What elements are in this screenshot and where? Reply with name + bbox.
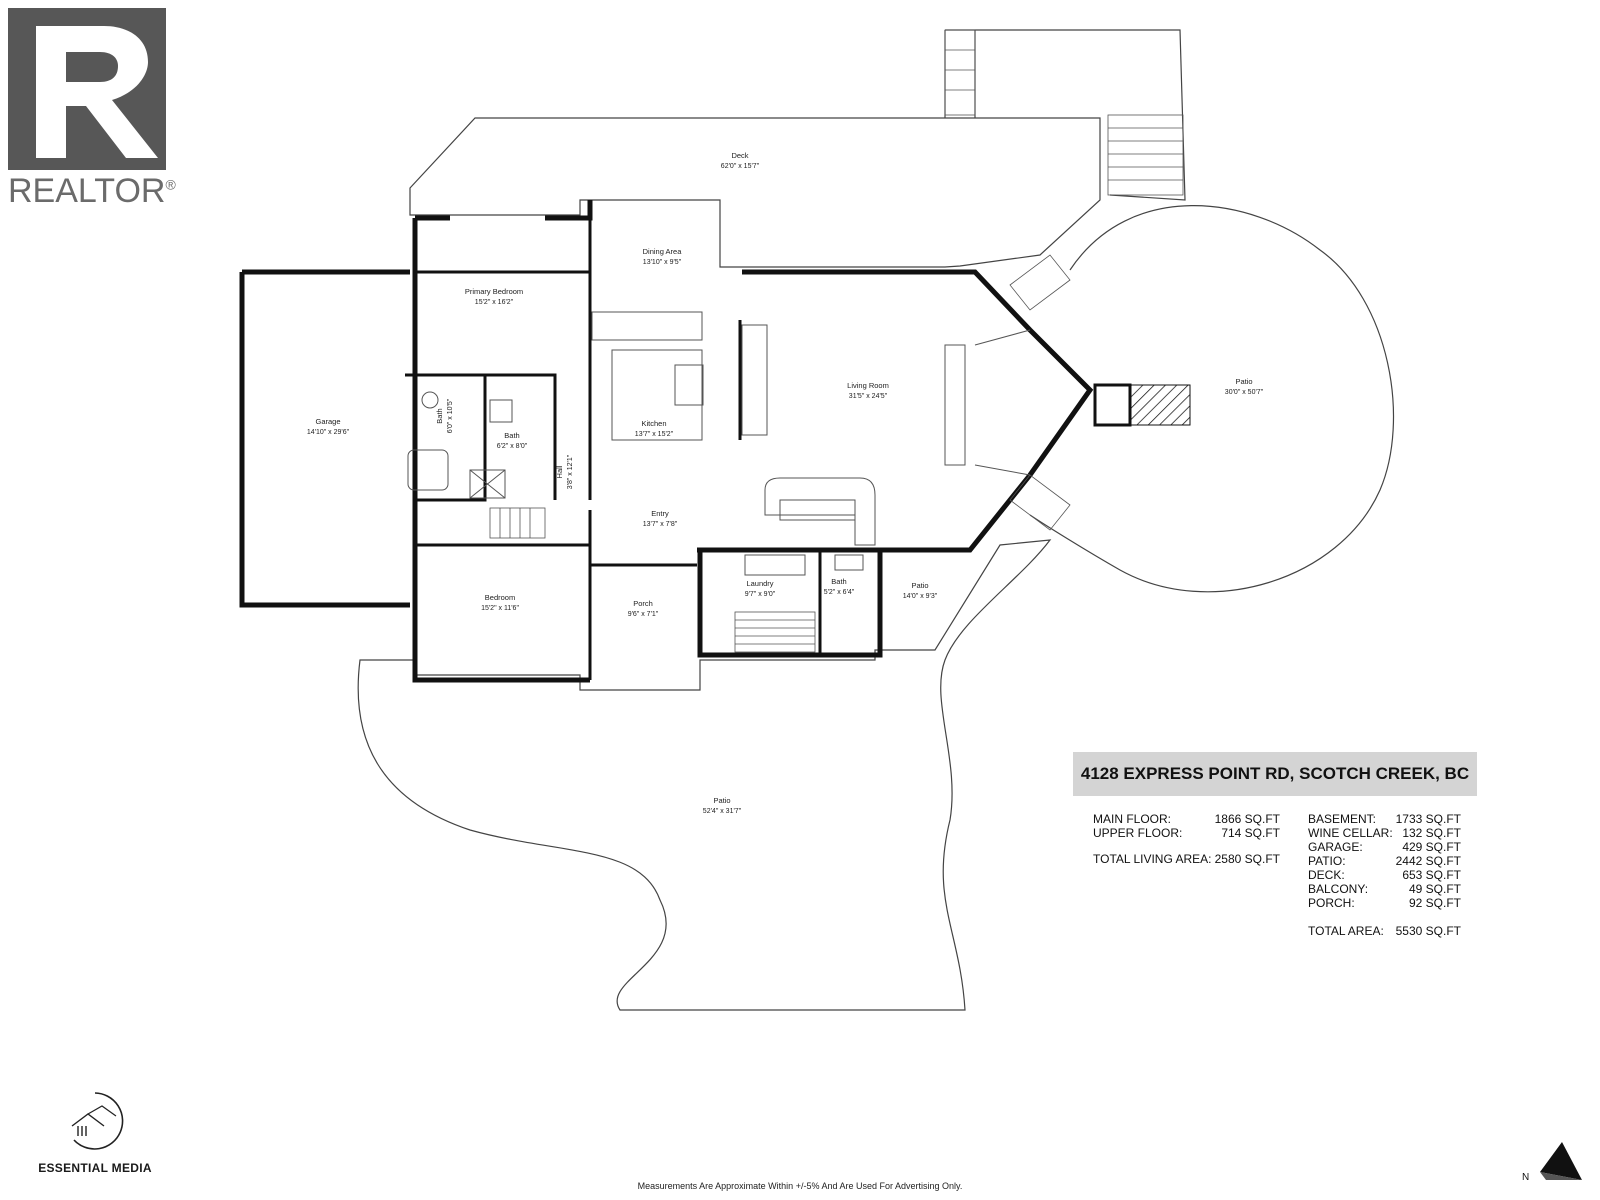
realtor-logo: REALTOR® (8, 8, 183, 211)
side-stairs (489, 254, 1071, 653)
room-bath2-dim: 6'2" x 8'0" (497, 443, 528, 450)
realtor-name: REALTOR (8, 172, 166, 210)
north-label: N (1522, 1172, 1529, 1183)
essential-media-brand: ESSENTIAL MEDIA (30, 1090, 160, 1175)
room-deck-dim: 62'0" x 15'7" (721, 163, 760, 170)
living-bay (944, 329, 1031, 476)
address-title: 4128 EXPRESS POINT RD, SCOTCH CREEK, BC (1073, 752, 1477, 796)
room-kitchen-dim: 13'7" x 15'2" (635, 431, 674, 438)
south-walls (697, 547, 883, 658)
room-porch-name: Porch (633, 599, 653, 608)
room-bath2-name: Bath (504, 431, 519, 440)
area-value: 714 SQ.FT (1221, 826, 1280, 840)
room-living-dim: 31'5" x 24'5" (849, 393, 888, 400)
garage-walls (239, 269, 410, 608)
deck-stairs (944, 29, 1184, 196)
area-value: 5530 SQ.FT (1395, 924, 1461, 938)
room-bedroom-dim: 15'2" x 11'6" (481, 605, 519, 612)
room-patio-round-dim: 30'0" x 50'7" (1225, 389, 1264, 396)
area-label: TOTAL AREA: (1308, 924, 1384, 938)
area-label: MAIN FLOOR: (1093, 812, 1172, 826)
realtor-registered-mark: ® (165, 176, 176, 193)
room-garage-name: Garage (315, 417, 340, 426)
room-garage-dim: 14'10" x 29'6" (307, 429, 350, 436)
room-patio-big-dim: 52'4" x 31'7" (703, 808, 742, 815)
area-value: 2442 SQ.FT (1395, 854, 1461, 868)
room-laundry-name: Laundry (746, 579, 773, 588)
kitchen-fixtures (591, 311, 876, 546)
room-patio-small-name: Patio (911, 581, 928, 590)
deck-outline (409, 117, 1101, 268)
area-label: DECK: (1308, 868, 1345, 882)
room-bath3-name: Bath (831, 577, 846, 586)
room-bath3-dim: 5'2" x 6'4" (824, 589, 855, 596)
interior-walls (405, 200, 822, 680)
room-bedroom-name: Bedroom (485, 593, 515, 602)
room-dining-dim: 13'10" x 9'5" (643, 259, 682, 266)
garden-patio-outline (357, 539, 1052, 1011)
area-label: BALCONY: (1308, 882, 1369, 896)
area-value: 429 SQ.FT (1402, 840, 1461, 854)
room-living-name: Living Room (847, 381, 889, 390)
essential-media-logo-icon (71, 1092, 124, 1150)
area-label: PORCH: (1308, 896, 1355, 910)
house-west-walls (412, 218, 590, 683)
brand-name: ESSENTIAL MEDIA (38, 1161, 152, 1175)
room-patio-big-name: Patio (713, 796, 730, 805)
room-deck-name: Deck (731, 151, 748, 160)
fireplace (1093, 383, 1191, 427)
area-label: GARAGE: (1308, 840, 1363, 854)
area-value: 1733 SQ.FT (1395, 812, 1461, 826)
room-patio-round-name: Patio (1235, 377, 1252, 386)
disclaimer-text: Measurements Are Approximate Within +/-5… (637, 1181, 963, 1191)
room-primary-dim: 15'2" x 16'2" (475, 299, 514, 306)
area-value: 653 SQ.FT (1402, 868, 1461, 882)
room-hall-name: Hall (555, 465, 564, 478)
area-value: 92 SQ.FT (1408, 896, 1461, 910)
room-primary-name: Primary Bedroom (465, 287, 523, 296)
area-label: UPPER FLOOR: (1093, 826, 1183, 840)
bath-fixtures (407, 391, 864, 576)
room-labels: Deck 62'0" x 15'7" Dining Area 13'10" x … (307, 151, 1264, 815)
room-laundry-dim: 9'7" x 9'0" (745, 591, 776, 598)
living-walls (742, 269, 1094, 553)
realtor-r-mark (8, 8, 166, 170)
room-dining-name: Dining Area (643, 247, 683, 256)
north-arrow: N (1500, 1140, 1590, 1195)
area-value: 2580 SQ.FT (1214, 852, 1280, 866)
area-label: BASEMENT: (1308, 812, 1377, 826)
area-value: 132 SQ.FT (1402, 826, 1461, 840)
room-entry-name: Entry (651, 509, 669, 518)
area-label: PATIO: (1308, 854, 1346, 868)
room-entry-dim: 13'7" x 7'8" (643, 521, 678, 528)
area-value: 1866 SQ.FT (1214, 812, 1280, 826)
room-hall-dim: 3'8" x 12'1" (567, 454, 574, 489)
north-arrow-icon: N (1522, 1142, 1582, 1183)
realtor-r-icon (8, 8, 166, 170)
realtor-wordmark: REALTOR® (8, 172, 183, 211)
round-patio-outline (1029, 205, 1395, 593)
area-label: WINE CELLAR: (1308, 826, 1393, 840)
area-label: TOTAL LIVING AREA: (1093, 852, 1212, 866)
room-bath1-dim: 6'0" x 10'5" (447, 398, 454, 433)
area-value: 49 SQ.FT (1408, 882, 1461, 896)
room-bath1-name: Bath (435, 408, 444, 423)
room-kitchen-name: Kitchen (641, 419, 666, 428)
room-patio-small-dim: 14'0" x 9'3" (903, 593, 938, 600)
room-porch-dim: 9'6" x 7'1" (628, 611, 659, 618)
